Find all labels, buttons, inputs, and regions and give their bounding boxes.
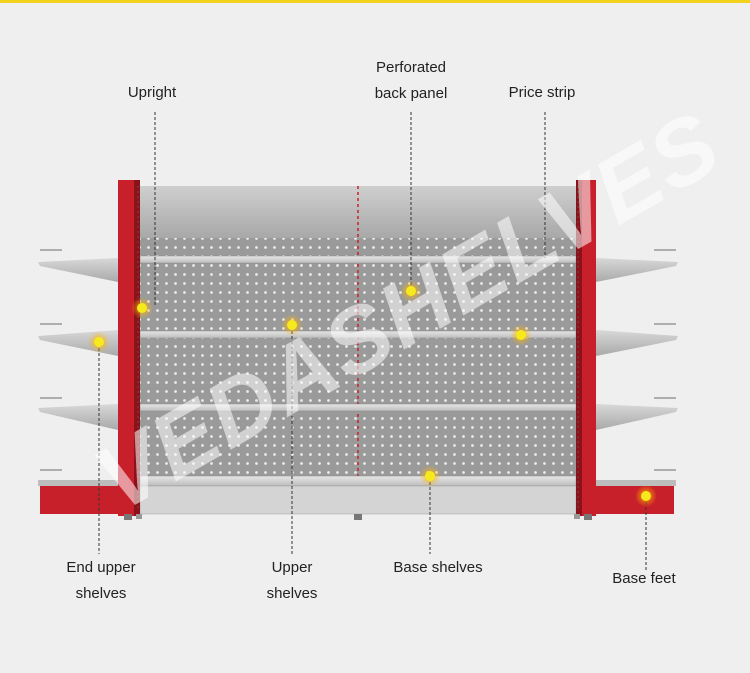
leader-lines [98,112,647,570]
base-shelf [139,475,577,515]
back-panel [140,186,576,515]
label-base-shelves: Base shelves [393,559,483,576]
left-upright [118,180,140,516]
label-price-strip: Price strip [508,84,576,101]
label-end-upper-shelves: End upper shelves [66,559,136,602]
right-upright [576,180,596,516]
base-feet [124,514,592,520]
top-accent-bar [0,0,750,3]
label-upright: Upright [127,84,177,101]
markers [88,280,657,507]
label-perforated-back-panel: Perforated back panel [374,59,448,102]
left-end-shelves [38,249,118,514]
label-base-feet: Base feet [612,570,676,587]
right-end-shelves [596,249,678,514]
label-upper-shelves: Upper shelves [266,559,318,602]
